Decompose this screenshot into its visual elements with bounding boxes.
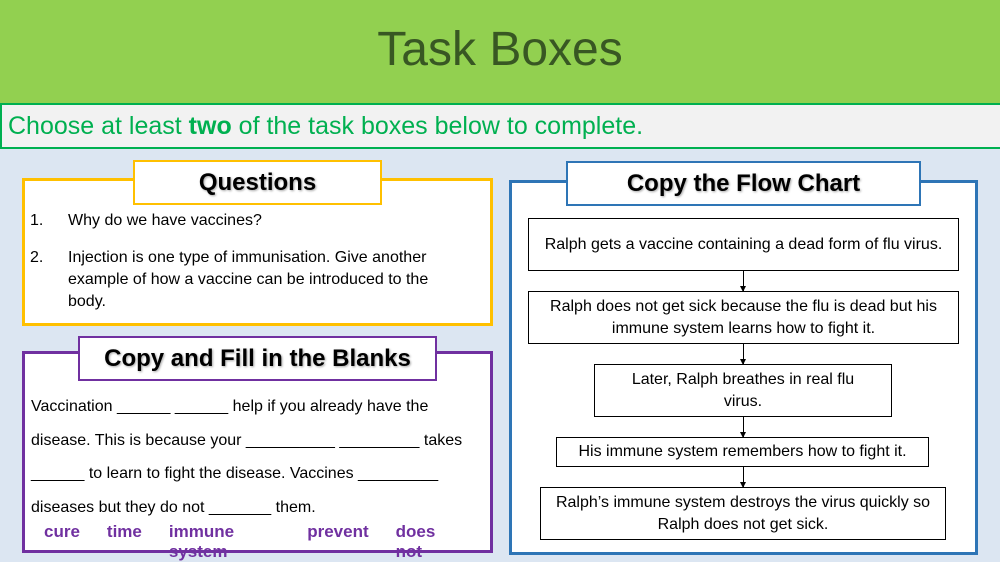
question-number: 2. <box>30 249 44 266</box>
flow-step: Ralph does not get sick because the flu … <box>528 291 959 344</box>
blanks-paragraph: Vaccination ______ ______ help if you al… <box>31 390 486 524</box>
blanks-line: ______ to learn to fight the disease. Va… <box>31 465 439 482</box>
flow-arrow <box>740 417 746 438</box>
flow-arrow <box>740 271 746 292</box>
blanks-line: diseases but they do not _______ them. <box>31 498 316 516</box>
blanks-title: Copy and Fill in the Blanks <box>78 336 437 381</box>
blanks-box <box>22 351 493 553</box>
flow-step: Ralph gets a vaccine containing a dead f… <box>528 218 959 271</box>
instruction-text-end: of the task boxes below to complete. <box>231 112 644 140</box>
flow-step: His immune system remembers how to fight… <box>556 437 929 467</box>
word-bank-item: prevent <box>307 522 369 541</box>
questions-list: 1. Why do we have vaccines? 2. Injection… <box>30 210 470 328</box>
flow-arrow <box>740 467 746 488</box>
question-text: Injection is one type of immunisation. G… <box>68 249 429 310</box>
word-bank-item: does not <box>395 522 436 561</box>
flowchart-title: Copy the Flow Chart <box>566 161 921 206</box>
flow-arrow <box>740 344 746 365</box>
header-banner: Task Boxes <box>0 0 1000 103</box>
word-bank: cure time immune system prevent does not <box>44 522 484 562</box>
question-item: 1. Why do we have vaccines? <box>30 210 470 232</box>
page-title: Task Boxes <box>377 23 623 76</box>
word-bank-item: time <box>106 522 142 541</box>
question-text: Why do we have vaccines? <box>68 212 262 229</box>
question-item: 2. Injection is one type of immunisation… <box>30 247 470 313</box>
instruction-text-bold: two <box>188 112 232 140</box>
blanks-line: Vaccination ______ ______ help if you al… <box>31 398 429 415</box>
flow-step: Ralph’s immune system destroys the virus… <box>540 487 946 540</box>
question-number: 1. <box>30 212 44 229</box>
blanks-line: disease. This is because your __________… <box>31 431 463 449</box>
instruction-text-start: Choose at least <box>8 112 189 140</box>
flow-step: Later, Ralph breathes in real flu virus. <box>594 364 892 417</box>
word-bank-item: immune system <box>168 522 235 561</box>
word-bank-item: cure <box>44 522 80 541</box>
instruction-bar: Choose at least two of the task boxes be… <box>0 103 1000 149</box>
questions-title: Questions <box>133 160 382 205</box>
